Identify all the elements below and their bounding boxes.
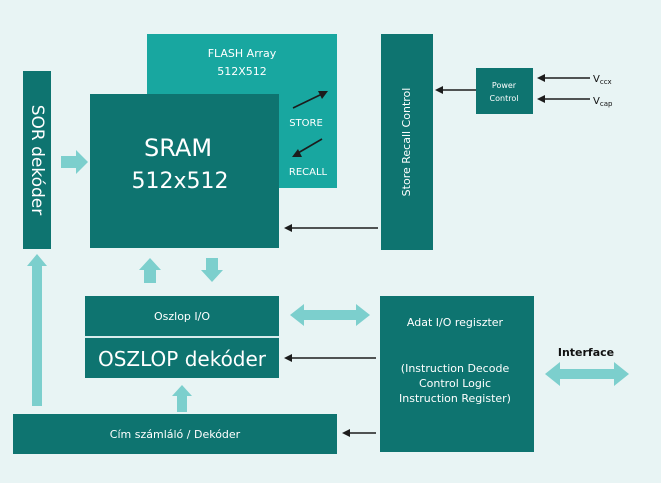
store-recall-control-box	[381, 34, 433, 250]
sram-box	[90, 94, 279, 248]
control-logic-label: Control Logic	[419, 377, 491, 390]
store-arrow-head	[318, 91, 328, 99]
oszlop-divider	[85, 336, 279, 338]
instruction-decode-label: (Instruction Decode	[401, 362, 510, 375]
store-arrow	[292, 93, 323, 109]
oszlop-dekoder-box	[85, 338, 279, 378]
oszlop-io-box	[85, 296, 279, 336]
vccx-label: Vccx	[593, 74, 612, 86]
recall-label: RECALL	[289, 167, 328, 178]
cim-to-oszlop-arrow	[172, 385, 192, 412]
adat-io-register-label: Adat I/O regiszter	[407, 316, 504, 329]
adat-io-register-box	[380, 296, 534, 452]
cim-szamlalo-box	[13, 414, 337, 454]
power-control-label-2: Control	[490, 94, 519, 103]
oszlop-dekoder-label: OSZLOP dekóder	[98, 347, 267, 371]
sram-size: 512x512	[131, 169, 228, 194]
vcap-arrow-head	[537, 95, 545, 103]
vcap-label: Vcap	[593, 96, 613, 108]
power-control-label-1: Power	[492, 81, 517, 90]
flash-array-size: 512X512	[217, 65, 267, 78]
power-to-src-arrow-head	[435, 86, 443, 94]
sram-label: SRAM	[144, 134, 212, 162]
adat-to-cim-arrow-head	[342, 429, 350, 437]
cim-to-sor-arrow	[27, 254, 47, 406]
store-recall-control-label: Store Recall Control	[400, 88, 413, 197]
src-to-sram-arrow-head	[284, 224, 292, 232]
power-control-box	[476, 68, 533, 114]
interface-label: Interface	[558, 346, 614, 359]
instruction-register-label: Instruction Register)	[399, 392, 511, 405]
adat-to-oszlop-arrow-head	[284, 354, 292, 362]
recall-arrow-head	[292, 149, 302, 157]
interface-bidirectional-arrow	[545, 362, 629, 386]
sor-dekoder-label: SOR dekóder	[27, 105, 47, 216]
cim-szamlalo-label: Cím számláló / Dekóder	[110, 428, 241, 441]
vccx-arrow-head	[537, 74, 545, 82]
store-label: STORE	[289, 118, 323, 129]
sram-to-io-arrow	[201, 258, 223, 282]
flash-array-label: FLASH Array	[208, 47, 277, 60]
io-to-sram-arrow	[139, 258, 161, 283]
sor-dekoder-box	[23, 71, 51, 249]
oszlop-io-label: Oszlop I/O	[154, 310, 210, 323]
recall-arrow	[297, 138, 323, 154]
sor-to-sram-arrow	[61, 150, 88, 174]
io-adat-bidirectional-arrow	[290, 304, 370, 326]
